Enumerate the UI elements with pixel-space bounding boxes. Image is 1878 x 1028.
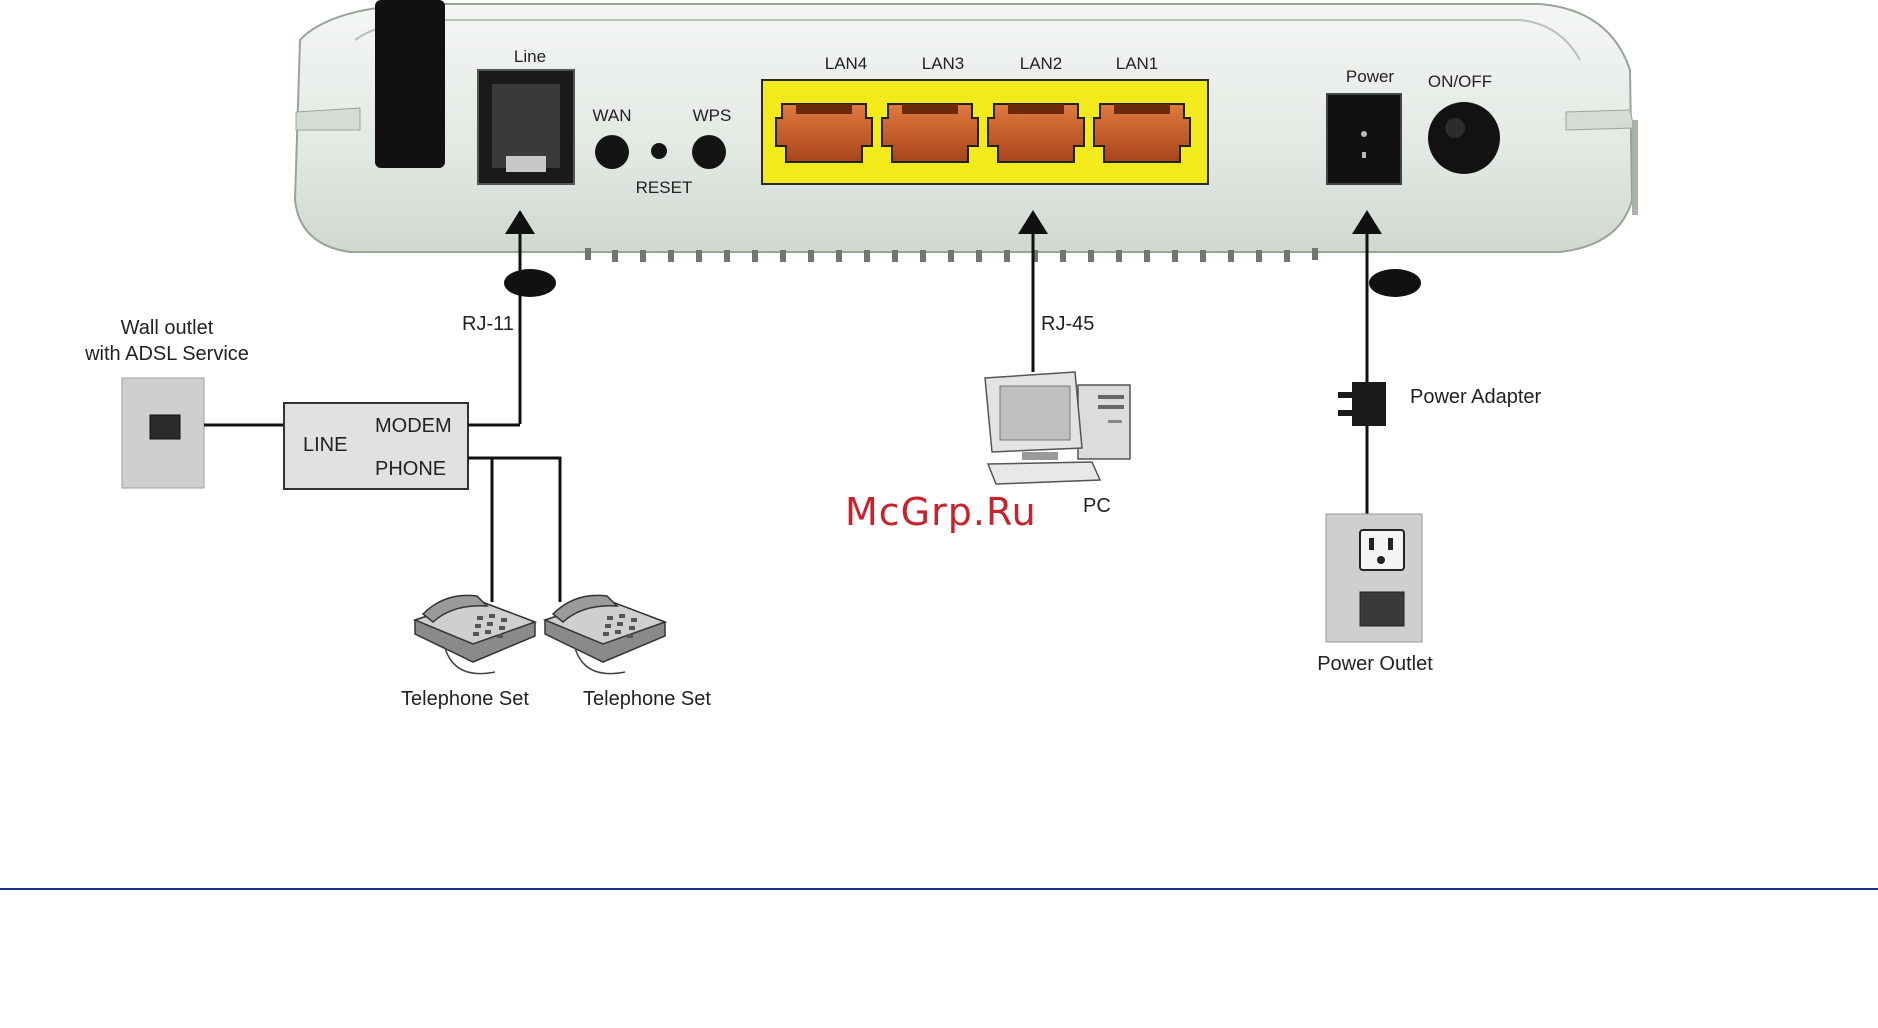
router: Line WAN WPS RESET LAN4 LAN3 LAN2 LAN1 [295,0,1638,297]
wall-outlet-label-line1: Wall outlet [121,317,214,339]
lan2-label: LAN2 [1020,54,1063,73]
lan4-label: LAN4 [825,54,868,73]
telephone-icon [545,595,665,673]
power-adapter-label: Power Adapter [1410,386,1542,408]
wps-label: WPS [693,106,732,125]
wall-outlet [122,378,204,488]
rj11-label: RJ-11 [462,313,514,335]
wan-label: WAN [592,106,631,125]
watermark-text: McGrp.Ru [845,490,1037,534]
lan-port [988,104,1084,162]
reset-button[interactable] [651,143,667,159]
lan1-label: LAN1 [1116,54,1159,73]
telephone-label-2: Telephone Set [583,688,711,710]
pc-icon [985,372,1130,484]
wps-button[interactable] [692,135,726,169]
onoff-label: ON/OFF [1428,72,1492,91]
telephone-label-1: Telephone Set [401,688,529,710]
reset-label: RESET [636,178,693,197]
wall-outlet-label-line2: with ADSL Service [84,343,249,365]
router-foot [504,269,556,297]
lan-port [1094,104,1190,162]
lan-port [776,104,872,162]
rj45-label: RJ-45 [1041,313,1094,335]
power-outlet-icon [1326,514,1422,642]
power-jack [1327,94,1401,184]
lan-port [882,104,978,162]
lan3-label: LAN3 [922,54,965,73]
telephone-icon [415,595,535,673]
antenna [375,0,445,168]
phone-cable-1 [468,458,492,602]
phone-cable-2 [468,458,560,602]
power-label: Power [1346,67,1395,86]
splitter-line-label: LINE [303,434,347,456]
splitter-phone-label: PHONE [375,458,446,480]
splitter-modem-label: MODEM [375,415,452,437]
power-adapter-icon [1338,322,1386,514]
onoff-button[interactable] [1428,102,1500,174]
wan-button[interactable] [595,135,629,169]
power-arrow [1352,210,1382,322]
router-foot [1369,269,1421,297]
pc-label: PC [1083,495,1111,517]
line-port-label: Line [514,47,546,66]
power-outlet-label: Power Outlet [1317,653,1433,675]
